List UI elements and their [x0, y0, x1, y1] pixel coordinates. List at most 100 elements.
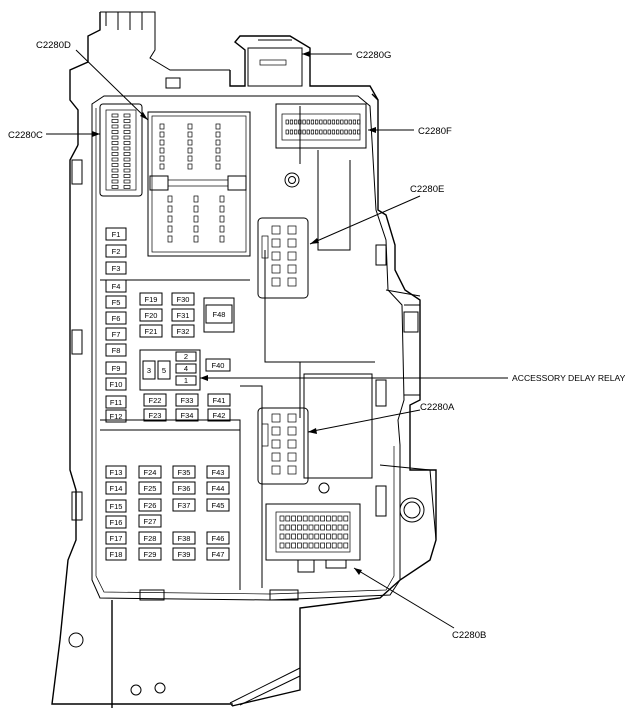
connector-pin — [219, 225, 225, 233]
connector-pin — [308, 542, 314, 549]
connector-pin — [215, 155, 221, 162]
fuse-label: F19 — [145, 295, 158, 304]
fuse-body — [105, 327, 127, 341]
connector-pin — [285, 524, 291, 531]
fuse-label: F42 — [213, 411, 226, 420]
fuse-body — [105, 395, 127, 409]
connector-pin — [123, 141, 131, 145]
connector-pin — [187, 155, 193, 162]
connector-pin — [326, 542, 331, 549]
connector-pin — [271, 225, 281, 235]
fuse-body — [172, 547, 196, 561]
connector-pin — [291, 515, 296, 522]
fuse-body — [105, 409, 127, 423]
fuse-label: F12 — [110, 412, 123, 421]
fuse-body — [105, 343, 127, 357]
fuse-layer: F1F2F3F4F5F6F7F8F9F10F11F12F13F14F15F16F… — [105, 227, 233, 561]
fuse-body — [105, 499, 127, 513]
fuse-body — [171, 292, 195, 306]
connector-pin — [123, 135, 131, 140]
connector-pin — [285, 119, 289, 125]
connector-pin — [123, 157, 131, 162]
connector-pin — [297, 533, 302, 540]
connector-pin — [111, 113, 119, 118]
connector-pin — [336, 119, 340, 125]
connector-pin — [167, 225, 173, 233]
connector-pin — [123, 174, 131, 178]
fuse-f35: F35 — [172, 465, 196, 479]
fuse-body — [139, 308, 163, 322]
connector-pin — [357, 119, 361, 125]
connector-pin — [310, 129, 315, 135]
fuse-body — [207, 393, 231, 407]
connector-pin — [159, 163, 165, 170]
connector-pin — [285, 533, 291, 540]
connector-pin — [219, 215, 225, 223]
fuse-label: F3 — [112, 264, 121, 273]
fuse-f6: F6 — [105, 311, 127, 325]
connector-pin — [159, 147, 165, 154]
fuse-label: F17 — [110, 534, 123, 543]
connector-pin — [123, 152, 131, 156]
fuse-f23: F23 — [143, 408, 167, 422]
connector-pin — [331, 119, 336, 125]
fuse-body — [172, 531, 196, 545]
fuse-f22: F22 — [143, 393, 167, 407]
fuse-label: F38 — [178, 534, 191, 543]
fuse-label: F40 — [212, 361, 225, 370]
label-c2280b: C2280B — [452, 630, 486, 641]
connector-pin — [291, 542, 296, 549]
fuse-label: F13 — [110, 468, 123, 477]
fuse-body — [105, 279, 127, 293]
fuse-label: F28 — [144, 534, 157, 543]
connector-pin — [323, 119, 327, 125]
label-c2280c: C2280C — [8, 130, 43, 141]
fuse-body — [172, 498, 196, 512]
fuse-f5: F5 — [105, 295, 127, 309]
fuse-f8: F8 — [105, 343, 127, 357]
connector-pin — [167, 235, 173, 243]
connector-pin — [320, 542, 325, 549]
fuse-f40: F40 — [205, 358, 231, 372]
connector-pin — [159, 139, 165, 146]
connector-c2280a — [257, 407, 309, 485]
connector-pin — [302, 129, 306, 135]
fuse-f4: F4 — [105, 279, 127, 293]
fuse-f3: F3 — [105, 261, 127, 275]
connector-pin — [123, 168, 131, 173]
fuse-f24: F24 — [138, 465, 162, 479]
fuse-f25: F25 — [138, 481, 162, 495]
fuse-label: F5 — [112, 298, 121, 307]
connector-pin — [310, 119, 315, 125]
fuse-label: F14 — [110, 484, 123, 493]
fuse-label: F2 — [112, 247, 121, 256]
connector-pin — [315, 119, 319, 125]
fuse-body — [105, 244, 127, 258]
connector-pin — [302, 533, 308, 540]
connector-pin — [193, 195, 199, 203]
fuse-body — [138, 531, 162, 545]
fuse-f36: F36 — [172, 481, 196, 495]
connector-pin — [331, 524, 337, 531]
fuse-body — [138, 547, 162, 561]
connector-pin — [271, 238, 281, 248]
connector-pin — [348, 119, 352, 125]
label-c2280g: C2280G — [356, 50, 391, 61]
label-c2280d: C2280D — [36, 40, 71, 51]
fuse-body — [206, 465, 230, 479]
fuse-label: F11 — [110, 398, 122, 407]
connector-pin — [327, 119, 331, 125]
fuse-label: F34 — [181, 411, 194, 420]
fuse-label: F24 — [144, 468, 157, 477]
connector-pin — [215, 139, 221, 146]
fuse-label: F35 — [178, 468, 191, 477]
fuse-body — [175, 408, 199, 422]
connector-pin — [111, 168, 119, 173]
connector-pin — [331, 129, 336, 135]
fuse-label: F22 — [149, 396, 162, 405]
fuse-body — [143, 393, 167, 407]
fuse-label: F1 — [112, 230, 121, 239]
fuse-body — [105, 295, 127, 309]
fuse-f38: F38 — [172, 531, 196, 545]
connector-pin — [187, 131, 193, 138]
